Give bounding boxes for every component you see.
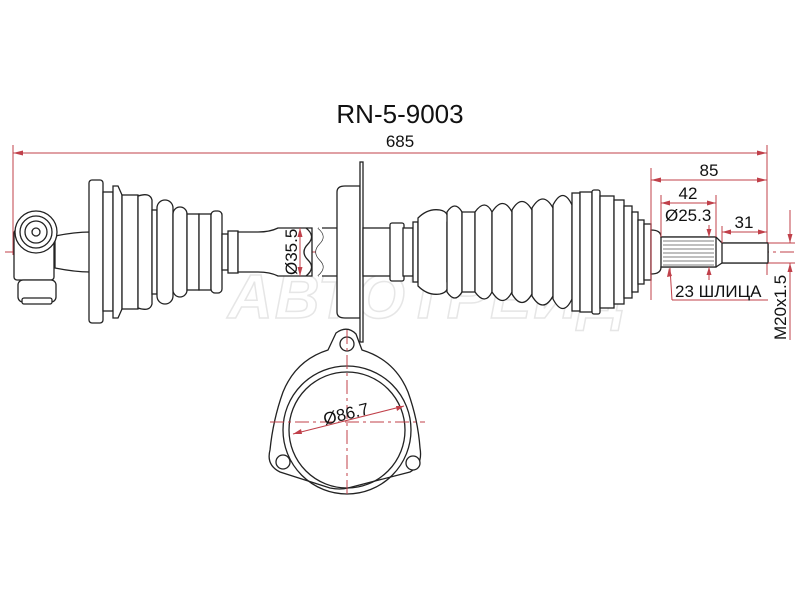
spline-diameter-label: Ø25.3 <box>665 206 711 225</box>
inner-joint <box>13 210 91 305</box>
outer-boot <box>389 189 652 315</box>
spline-length-label: 42 <box>679 184 698 203</box>
outer-shaft-length-dimension: 85 <box>650 161 767 300</box>
thread-section <box>721 242 769 264</box>
shaft-diameter-dimension: Ø35.5 <box>282 228 303 276</box>
outer-stub-shaft <box>650 229 769 275</box>
thread-size-label: M20x1.5 <box>771 275 790 340</box>
spline-diameter-dimension: Ø25.3 <box>665 206 712 280</box>
flange-plate <box>268 328 425 495</box>
shaft-diameter-label: Ø35.5 <box>282 229 301 275</box>
bolt-hole-right <box>405 455 421 471</box>
outer-shaft-length-label: 85 <box>700 161 719 180</box>
arrow-left <box>13 150 23 156</box>
arrow-right <box>757 150 767 156</box>
spline-lines <box>663 240 714 266</box>
thread-size-dimension: M20x1.5 <box>768 210 795 340</box>
thread-length-label: 31 <box>735 213 754 232</box>
overall-length-label: 685 <box>386 132 414 151</box>
spline-count-label: 23 ШЛИЦА <box>675 282 762 301</box>
bolt-hole-left <box>275 454 291 470</box>
spline-count-callout: 23 ШЛИЦА <box>667 267 768 301</box>
thread-length-dimension: 31 <box>721 213 767 243</box>
inner-boot <box>88 179 239 324</box>
overall-length-dimension: 685 <box>12 132 768 275</box>
spline-section <box>660 236 717 268</box>
spline-length-dimension: 42 <box>660 184 717 237</box>
part-number-title: RN-5-9003 <box>336 99 463 129</box>
